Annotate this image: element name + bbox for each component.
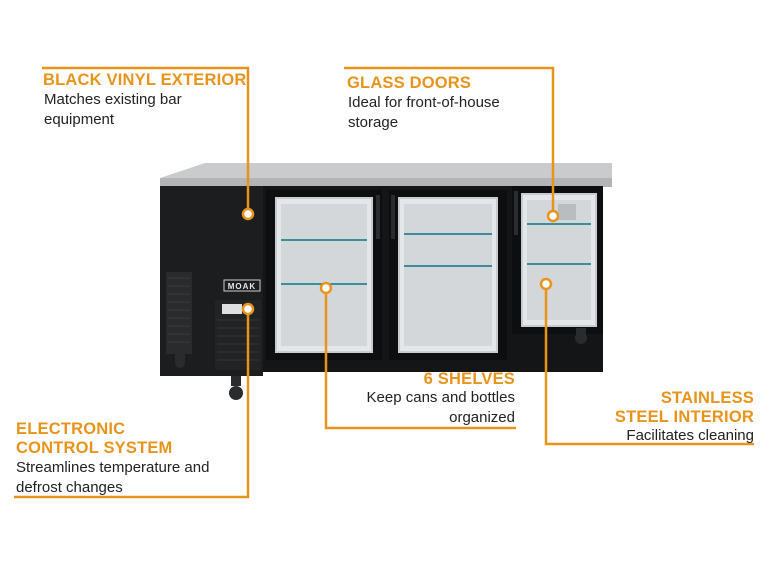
desc-line: Streamlines temperature and: [16, 459, 210, 476]
countertop-edge: [160, 178, 612, 187]
callout-title-electronic: ELECTRONIC CONTROL SYSTEM: [16, 420, 173, 458]
caster-wheels: [175, 328, 587, 400]
callout-desc-stainless: Facilitates cleaning: [626, 427, 754, 444]
desc-line: Ideal for front-of-house: [348, 94, 500, 111]
desc-line: storage: [348, 114, 399, 131]
brand-logo-badge: [223, 279, 261, 292]
glass-door-1: [266, 190, 382, 360]
brand-logo: MOAK: [228, 282, 256, 291]
callout-desc-black-vinyl: Matches existing bar equipment: [44, 90, 182, 130]
title-line: STAINLESS: [660, 389, 754, 407]
marker-glass-doors: [546, 209, 560, 223]
desc-line: Keep cans and bottles: [366, 389, 515, 406]
leader-stainless: [544, 284, 754, 446]
callout-desc-shelves: Keep cans and bottles organized: [367, 388, 515, 428]
callout-title-stainless: STAINLESS STEEL INTERIOR: [615, 389, 754, 427]
desc-line: Matches existing bar: [44, 91, 182, 108]
glass-door-2: [389, 190, 507, 360]
leader-black-vinyl: [42, 66, 250, 212]
desc-line: organized: [449, 409, 515, 426]
electronic-control-panel: [222, 304, 242, 314]
marker-electronic: [241, 302, 255, 316]
leader-electronic: [14, 308, 250, 499]
leader-shelves: [324, 288, 516, 430]
callout-title-glass-doors: GLASS DOORS: [347, 74, 472, 92]
glass-door-3: [512, 186, 603, 334]
title-line: ELECTRONIC: [16, 420, 126, 438]
callout-desc-electronic: Streamlines temperature and defrost chan…: [16, 458, 209, 498]
callout-title-black-vinyl: BLACK VINYL EXTERIOR: [43, 71, 247, 89]
desc-line: defrost changes: [16, 479, 123, 496]
marker-shelves: [319, 281, 333, 295]
title-line: STEEL INTERIOR: [614, 408, 754, 426]
callout-title-shelves: 6 SHELVES: [423, 370, 515, 388]
title-line: CONTROL SYSTEM: [16, 439, 173, 457]
marker-stainless: [539, 277, 553, 291]
callout-desc-glass-doors: Ideal for front-of-house storage: [348, 93, 500, 133]
stainless-countertop: [160, 163, 612, 178]
marker-black-vinyl: [241, 207, 255, 221]
desc-line: equipment: [44, 111, 115, 128]
leader-glass-doors: [344, 66, 555, 214]
